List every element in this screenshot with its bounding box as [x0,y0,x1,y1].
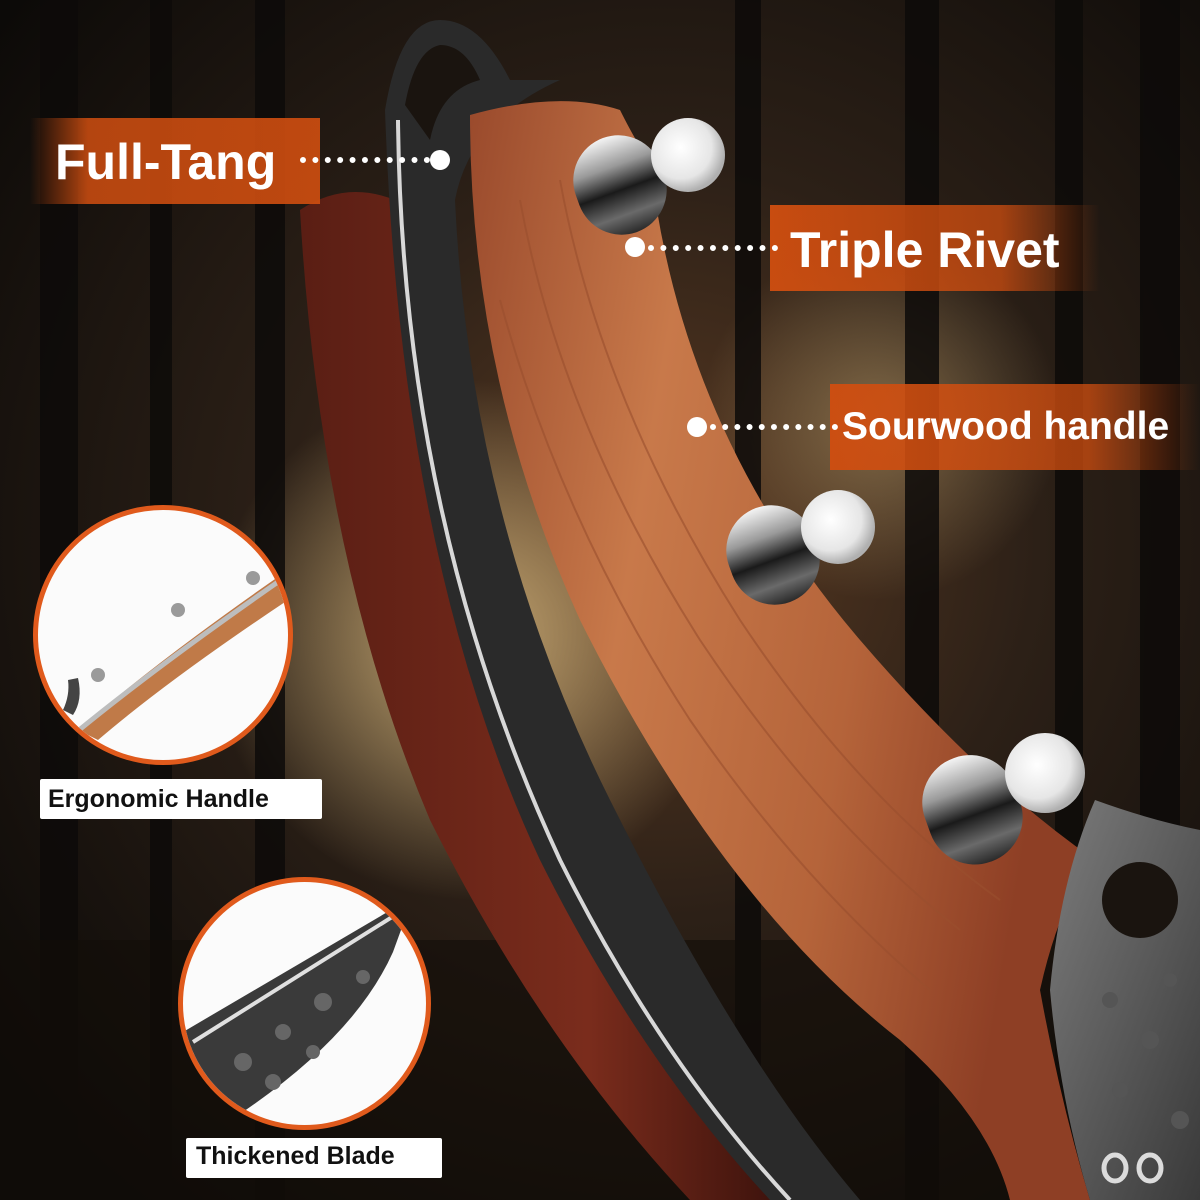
thickened-blade-thumbnail [178,877,431,1130]
full-tang-leader [300,157,430,163]
sourwood-handle-callout-bg [830,384,1200,470]
hammered-blade-tip-icon [183,897,413,1125]
sourwood-handle-leader [710,424,838,430]
sourwood-handle-marker [687,417,707,437]
full-tang-marker [430,150,450,170]
full-tang-label: Full-Tang [55,134,277,190]
ergonomic-handle-label: Ergonomic Handle [48,785,269,813]
sourwood-handle-label: Sourwood handle [842,405,1170,448]
ergonomic-handle-tag: Ergonomic Handle [40,779,322,819]
triple-rivet-marker [625,237,645,257]
triple-rivet-leader [648,245,778,251]
curved-knife-handle-icon [63,570,288,740]
full-tang-callout-bg [30,118,320,204]
ergonomic-handle-thumbnail [33,505,293,765]
thickened-blade-label: Thickened Blade [196,1142,395,1170]
triple-rivet-callout-bg [770,205,1100,291]
triple-rivet-label: Triple Rivet [790,222,1060,278]
thickened-blade-tag: Thickened Blade [186,1138,442,1178]
